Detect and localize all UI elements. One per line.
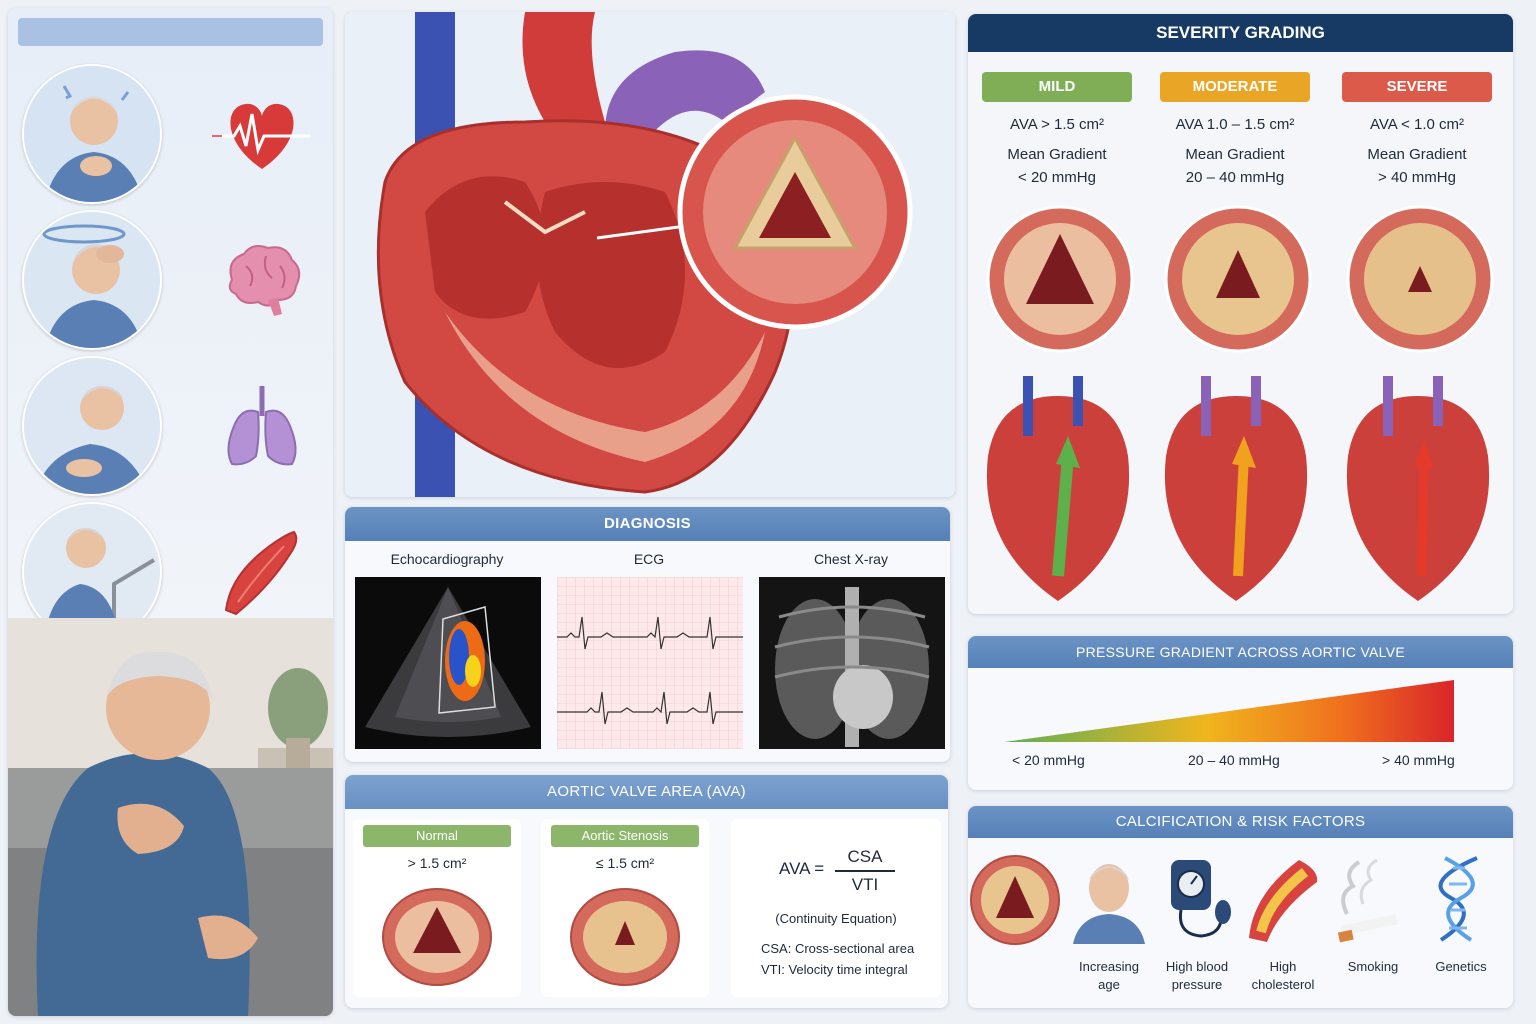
grade-ava-moderate: AVA 1.0 – 1.5 cm² [1175, 116, 1295, 133]
muscle-icon [212, 522, 312, 622]
pressure-gradient-wedge [1004, 680, 1454, 742]
dna-icon [1421, 854, 1501, 944]
ava-normal-tag: Normal [363, 825, 511, 847]
ava-formula-card: AVA = CSA VTI (Continuity Equation) CSA:… [731, 819, 941, 997]
symptom-row-dizziness [22, 210, 322, 350]
pressure-low-label: < 20 mmHg [1012, 752, 1085, 768]
risk-genetics: Genetics [1416, 854, 1506, 1004]
grade-tag-severe: SEVERE [1342, 72, 1492, 102]
diagnosis-panel: DIAGNOSIS Echocardiography ECG [345, 507, 950, 762]
grade-gradient-value-mild: < 20 mmHg [1018, 169, 1096, 186]
symptom-row-breathlessness [22, 356, 322, 496]
moderate-valve-icon [1164, 204, 1312, 354]
pressure-gradient-panel: PRESSURE GRADIENT ACROSS AORTIC VALVE < … [968, 636, 1513, 790]
artery-plaque-icon [1243, 854, 1323, 944]
grade-tag-moderate: MODERATE [1160, 72, 1310, 102]
formula-denominator: VTI [851, 875, 879, 894]
severity-column-moderate: MODERATE AVA 1.0 – 1.5 cm² Mean Gradient… [1152, 66, 1328, 611]
grade-tag-mild: MILD [982, 72, 1132, 102]
pressure-mid-label: 20 – 40 mmHg [1188, 752, 1280, 768]
grade-gradient-title-moderate: Mean Gradient [1185, 146, 1285, 163]
grade-ava-severe: AVA < 1.0 cm² [1369, 116, 1465, 133]
ecg-trace-image [557, 577, 743, 749]
blood-pressure-cuff-icon [1157, 854, 1237, 944]
stenotic-valve-icon [565, 887, 685, 987]
xray-column: Chest X-ray [751, 545, 950, 757]
pressure-title: PRESSURE GRADIENT ACROSS AORTIC VALVE [968, 636, 1513, 668]
heart-cutaway-illustration [345, 12, 955, 497]
mild-valve-icon [986, 204, 1134, 354]
ava-stenosis-value: ≤ 1.5 cm² [595, 855, 655, 871]
ava-title: AORTIC VALVE AREA (AVA) [345, 775, 948, 809]
cigarette-icon [1333, 854, 1413, 944]
chest-xray-image [759, 577, 945, 749]
diagnosis-title: DIAGNOSIS [345, 507, 950, 541]
grade-ava-mild: AVA > 1.5 cm² [1009, 116, 1105, 133]
formula-lhs: AVA = [779, 859, 825, 878]
normal-valve-icon [377, 887, 497, 987]
severity-column-mild: MILD AVA > 1.5 cm² Mean Gradient < 20 mm… [974, 66, 1150, 611]
formula-numerator: CSA [847, 847, 883, 866]
formula-name: (Continuity Equation) [775, 911, 897, 926]
seated-patient-chest-pain-illustration [8, 618, 333, 1016]
ecg-label: ECG [633, 551, 665, 567]
risk-smoking: Smoking [1328, 854, 1418, 1004]
lungs-icon [212, 376, 312, 476]
heart-ecg-icon [212, 84, 312, 184]
grade-gradient-value-moderate: 20 – 40 mmHg [1185, 169, 1285, 186]
chest-pain-person-illustration [22, 64, 162, 204]
grade-gradient-title-mild: Mean Gradient [1007, 146, 1107, 163]
heart-cutaway-panel [345, 12, 955, 497]
ava-normal-card: Normal > 1.5 cm² [353, 819, 521, 997]
dizzy-person-illustration [22, 210, 162, 350]
vti-definition: VTI: Velocity time integral [761, 962, 908, 977]
pressure-high-label: > 40 mmHg [1382, 752, 1455, 768]
elderly-face-icon [1069, 854, 1149, 944]
severe-valve-icon [1346, 204, 1494, 354]
symptom-row-chest-pain [22, 64, 322, 204]
mild-heart-flow-icon [978, 376, 1138, 606]
ava-stenosis-card: Aortic Stenosis ≤ 1.5 cm² [541, 819, 709, 997]
calcified-valve-icon [970, 854, 1060, 945]
grade-gradient-title-severe: Mean Gradient [1367, 146, 1467, 163]
csa-definition: CSA: Cross-sectional area [761, 941, 915, 956]
ava-panel: AORTIC VALVE AREA (AVA) Normal > 1.5 cm²… [345, 775, 948, 1008]
ecg-column: ECG [549, 545, 749, 757]
severe-heart-flow-icon [1338, 376, 1498, 606]
moderate-heart-flow-icon [1156, 376, 1316, 606]
risk-smoking-label: Smoking [1347, 959, 1399, 974]
echo-label: Echocardiography [390, 551, 504, 567]
severity-panel: SEVERITY GRADING MILD AVA > 1.5 cm² Mean… [968, 14, 1513, 614]
risk-title: CALCIFICATION & RISK FACTORS [968, 806, 1513, 838]
risk-calcified-valve [970, 854, 1060, 1004]
ava-normal-value: > 1.5 cm² [407, 855, 467, 871]
symptoms-header-bar [18, 18, 323, 46]
xray-label: Chest X-ray [814, 551, 888, 567]
echo-column: Echocardiography [347, 545, 547, 757]
brain-icon [212, 230, 312, 330]
symptoms-panel [8, 8, 333, 1016]
grade-gradient-value-severe: > 40 mmHg [1378, 169, 1456, 186]
ava-stenosis-tag: Aortic Stenosis [551, 825, 699, 847]
risk-genetics-label: Genetics [1435, 959, 1487, 974]
severity-column-severe: SEVERE AVA < 1.0 cm² Mean Gradient > 40 … [1334, 66, 1510, 611]
formula-fraction-line [835, 870, 895, 872]
breathless-person-illustration [22, 356, 162, 496]
severity-title: SEVERITY GRADING [968, 14, 1513, 52]
echocardiography-image [355, 577, 541, 749]
